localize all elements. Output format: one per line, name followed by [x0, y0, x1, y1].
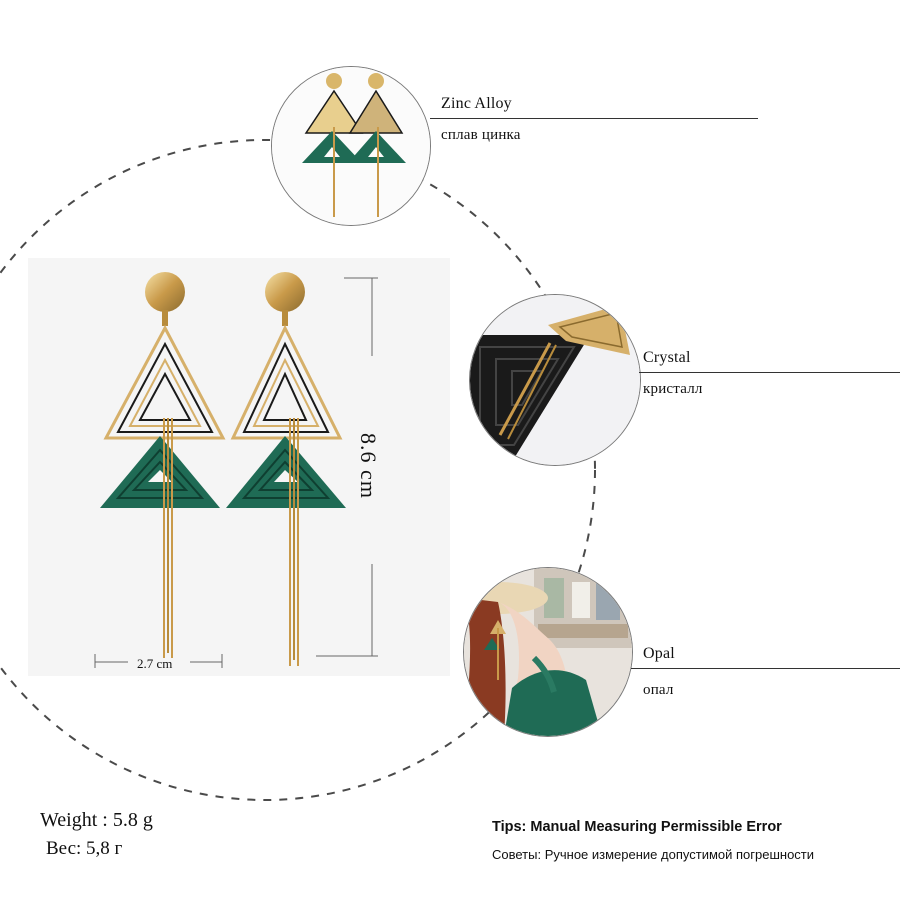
product-image	[28, 258, 450, 676]
height-dimension-label: 8.6 cm	[355, 433, 381, 499]
callout-line-opal	[631, 668, 900, 669]
material-label-opal: Opal	[643, 645, 675, 662]
detail-circle-opal	[463, 567, 633, 737]
weight-label-ru: Вес: 5,8 г	[46, 838, 123, 859]
width-dimension-label: 2.7 cm	[137, 656, 173, 671]
callout-line-crystal	[639, 372, 900, 373]
earrings-illustration	[94, 272, 378, 668]
height-dimension-marker	[316, 277, 378, 657]
detail-circle-crystal	[469, 294, 641, 466]
right-earring	[226, 272, 346, 666]
tips-label-ru: Советы: Ручное измерение допустимой погр…	[492, 847, 815, 862]
width-dimension-marker	[94, 654, 223, 668]
detail-circle-zinc-alloy	[271, 66, 431, 226]
material-label-opal-ru: опал	[643, 682, 674, 698]
weight-label: Weight : 5.8 g	[40, 809, 153, 831]
material-label-crystal: Crystal	[643, 349, 691, 366]
material-label-zinc-alloy: Zinc Alloy	[441, 95, 512, 112]
material-label-zinc-alloy-ru: сплав цинка	[441, 127, 521, 143]
left-earring	[100, 272, 226, 658]
material-label-crystal-ru: кристалл	[643, 381, 703, 397]
callout-line-zinc-alloy	[430, 118, 758, 119]
tips-label: Tips: Manual Measuring Permissible Error	[492, 819, 782, 835]
